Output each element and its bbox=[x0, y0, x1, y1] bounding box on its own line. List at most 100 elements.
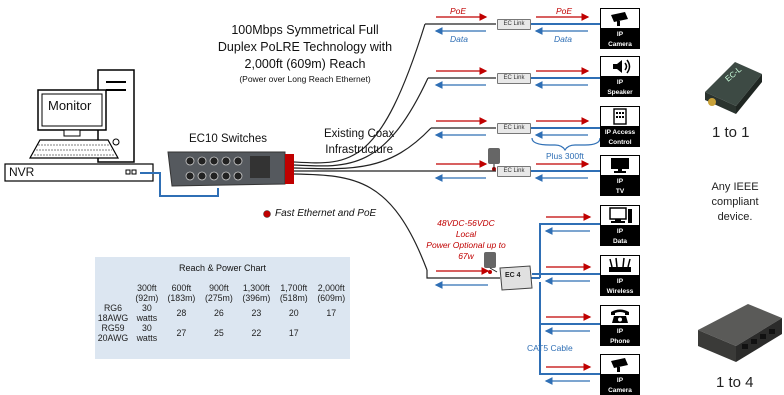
one-to-one-label: 1 to 1 bbox=[712, 124, 750, 141]
headline-line-3: 2,000ft (609m) Reach bbox=[244, 57, 366, 71]
device-label-2: Data bbox=[612, 237, 628, 245]
plus-300ft-label: Plus 300ft bbox=[546, 151, 584, 161]
ec-link-product-image: EC-L bbox=[705, 62, 762, 114]
ec-link-box: EC Link bbox=[497, 19, 531, 30]
device-tile-ip-wireless: IP Wireless bbox=[600, 255, 640, 296]
reach-chart-header: 300ft(92m) bbox=[131, 283, 163, 303]
nvr-port bbox=[125, 169, 131, 175]
cable-gauge: 20AWG bbox=[97, 333, 129, 343]
device-tile-ip-speaker: IP Speaker bbox=[600, 56, 640, 97]
nvr-port bbox=[131, 169, 137, 175]
reach-chart-header: 600ft(183m) bbox=[163, 283, 200, 303]
header-m: (609m) bbox=[317, 293, 346, 303]
plus-brace bbox=[531, 137, 601, 152]
poe-data-arrows bbox=[434, 13, 590, 289]
device-label-2: Wireless bbox=[606, 287, 634, 295]
device-tile-ip-tv: IP TV bbox=[600, 155, 640, 196]
poe-label: PoE bbox=[450, 6, 467, 16]
ec10-switch bbox=[167, 151, 294, 187]
header-m: (92m) bbox=[135, 293, 159, 303]
power-adapter bbox=[488, 148, 500, 171]
camera-icon bbox=[600, 8, 640, 29]
ieee-note-line-3: device. bbox=[717, 211, 753, 223]
value-cell: 23 bbox=[251, 308, 262, 318]
header-ft: 600ft bbox=[171, 283, 192, 293]
power-value: 30 bbox=[141, 303, 152, 313]
ec4-device bbox=[499, 265, 533, 291]
device-label-2: TV bbox=[615, 187, 625, 195]
coax-label-line-1: Existing Coax bbox=[324, 128, 395, 140]
device-label-1: IP bbox=[616, 278, 624, 285]
coax-label: Existing Coax Infrastructure bbox=[324, 126, 394, 158]
computer-icon bbox=[600, 205, 640, 226]
access-control-icon bbox=[600, 106, 640, 127]
headline-line-2: Duplex PoLRE Technology with bbox=[217, 40, 393, 54]
wireless-router-icon bbox=[600, 255, 640, 276]
device-label-1: IP Access bbox=[604, 129, 636, 136]
ieee-note-line-2: compliant bbox=[711, 196, 759, 208]
headline-line-1: 100Mbps Symmetrical Full bbox=[231, 23, 379, 37]
nvr-label: NVR bbox=[9, 165, 35, 179]
device-label-2: Camera bbox=[608, 40, 632, 48]
header-m: (183m) bbox=[167, 293, 196, 303]
reach-chart-header: 2,000ft(609m) bbox=[313, 283, 350, 303]
device-tile-ip-access-control: IP Access Control bbox=[600, 106, 640, 147]
device-label-1: IP bbox=[616, 178, 624, 185]
value-cell bbox=[313, 323, 350, 343]
ieee-note-line-1: Any IEEE bbox=[711, 181, 759, 193]
value-cell: 28 bbox=[176, 308, 187, 318]
local-power-line-1: 48VDC-56VDC Local bbox=[437, 218, 495, 239]
data-label: Data bbox=[554, 34, 572, 44]
header-m: (518m) bbox=[279, 293, 308, 303]
value-cell: 17 bbox=[288, 328, 299, 338]
data-label: Data bbox=[450, 34, 468, 44]
header-ft: 2,000ft bbox=[317, 283, 345, 293]
coax-label-line-2: Infrastructure bbox=[325, 144, 394, 156]
device-label-2: Camera bbox=[608, 386, 632, 394]
local-power-note: 48VDC-56VDC Local Power Optional up to 6… bbox=[426, 218, 506, 262]
device-label-2: Control bbox=[608, 138, 632, 146]
device-tile-ip-phone: IP Phone bbox=[600, 305, 640, 346]
headline-subtitle: (Power over Long Reach Ethernet) bbox=[239, 74, 371, 84]
power-unit: watts bbox=[136, 313, 158, 323]
switch-label: EC10 Switches bbox=[189, 133, 267, 145]
coax-bundle bbox=[293, 23, 500, 279]
local-power-line-2: Power Optional up to bbox=[426, 240, 506, 250]
ec4-arrows bbox=[544, 213, 592, 385]
ieee-note: Any IEEE compliant device. bbox=[690, 180, 780, 225]
ec-link-box: EC Link bbox=[497, 166, 531, 177]
poe-label: PoE bbox=[556, 6, 573, 16]
device-tile-ip-data: IP Data bbox=[600, 205, 640, 246]
device-label-1: IP bbox=[616, 228, 624, 235]
value-cell: 26 bbox=[213, 308, 224, 318]
reach-chart-table: 300ft(92m) 600ft(183m) 900ft(275m) 1,300… bbox=[95, 283, 350, 343]
power-value: 30 bbox=[141, 323, 152, 333]
device-tile-ip-camera: IP Camera bbox=[600, 354, 640, 395]
reach-chart-title: Reach & Power Chart bbox=[178, 263, 267, 273]
one-to-four-label: 1 to 4 bbox=[716, 374, 754, 391]
cable-name: RG59 bbox=[101, 323, 125, 333]
device-label-2: Speaker bbox=[607, 88, 633, 96]
ec4-label: EC 4 bbox=[505, 272, 521, 279]
value-cell: 27 bbox=[176, 328, 187, 338]
monitor-graphic bbox=[28, 89, 120, 159]
monitor-label: Monitor bbox=[48, 98, 92, 113]
reach-chart-header-row: 300ft(92m) 600ft(183m) 900ft(275m) 1,300… bbox=[95, 283, 350, 303]
speaker-icon bbox=[600, 56, 640, 77]
power-unit: watts bbox=[136, 333, 158, 343]
headline: 100Mbps Symmetrical Full Duplex PoLRE Te… bbox=[190, 22, 420, 85]
phone-icon bbox=[600, 305, 640, 326]
cable-name: RG6 bbox=[103, 303, 123, 313]
device-label-1: IP bbox=[616, 31, 624, 38]
tv-icon bbox=[600, 155, 640, 176]
header-m: (275m) bbox=[204, 293, 233, 303]
power-adapter bbox=[484, 252, 498, 274]
poe-legend-dot bbox=[263, 210, 271, 218]
reach-power-chart: Reach & Power Chart 300ft(92m) 600ft(183… bbox=[95, 257, 350, 359]
ec-link-box: EC Link bbox=[497, 73, 531, 84]
